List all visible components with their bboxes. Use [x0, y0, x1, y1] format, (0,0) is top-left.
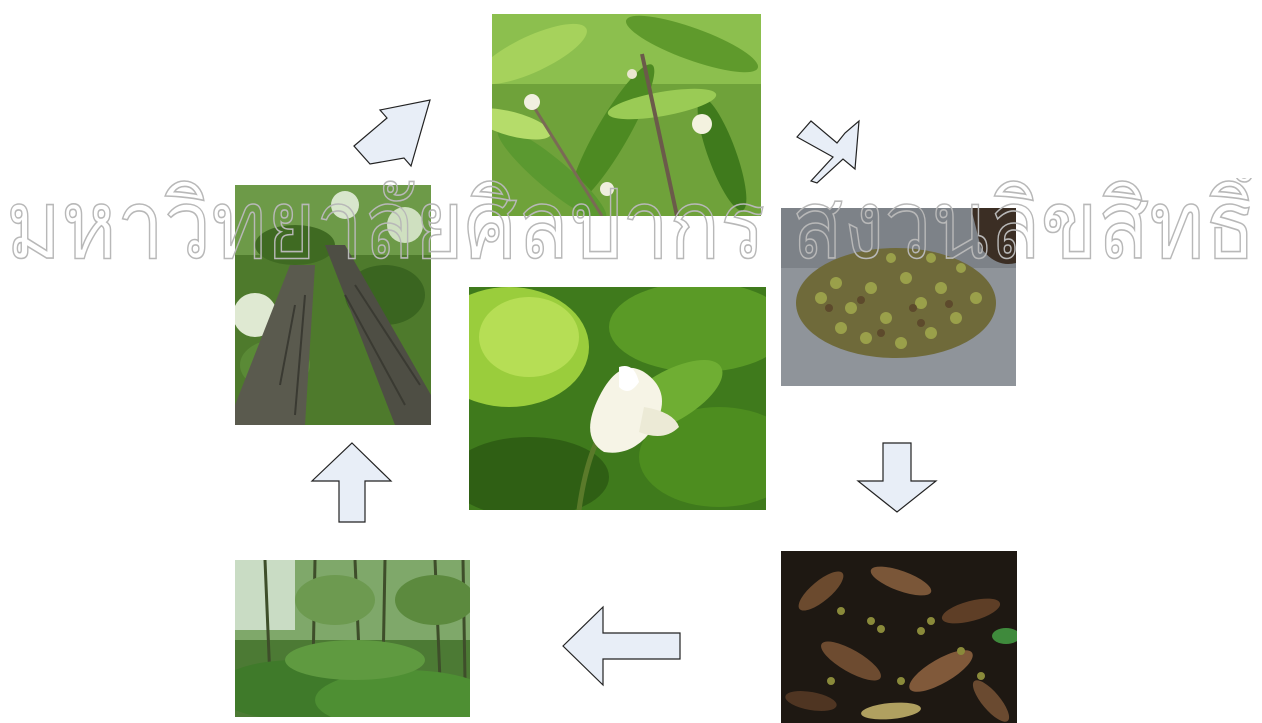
- photo-tall-trees: [235, 185, 431, 425]
- arrow-down: [858, 443, 938, 513]
- photo-fallen-fruits: [781, 551, 1017, 723]
- photo-fruit-clusters: [781, 208, 1016, 386]
- arrow-down-right: [793, 117, 863, 187]
- arrow-up: [312, 443, 392, 523]
- photo-white-flower: [469, 287, 766, 510]
- arrow-up-right: [350, 96, 434, 170]
- photo-forest-understory: [235, 560, 470, 717]
- arrow-left: [563, 607, 681, 685]
- photo-flowering-branch: [492, 14, 761, 216]
